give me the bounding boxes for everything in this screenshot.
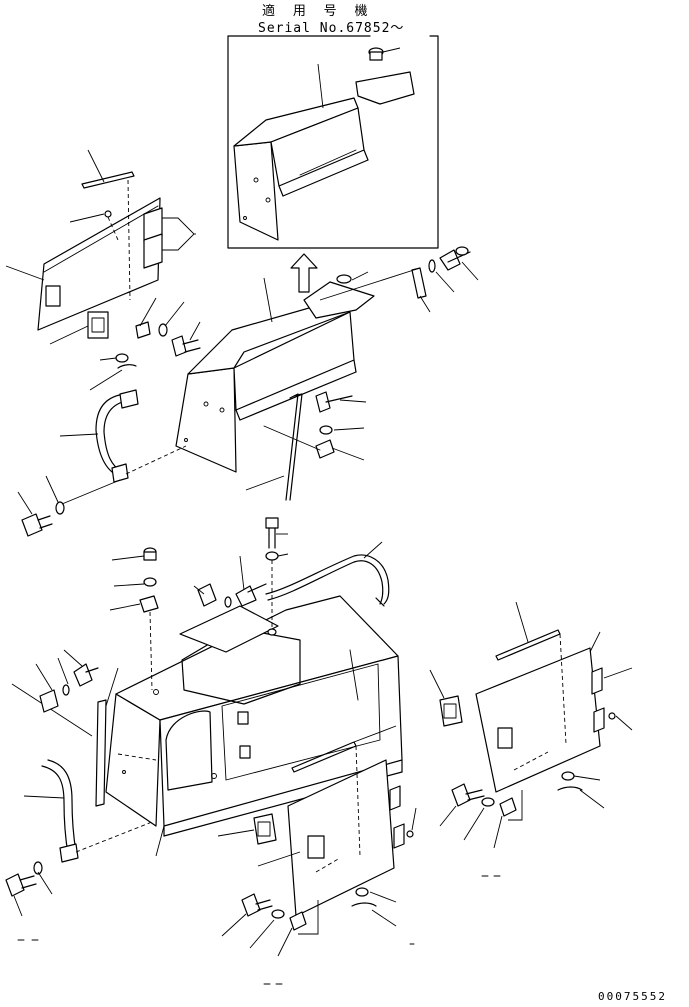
- lower-middle-door-panel: [217, 725, 417, 957]
- inset-cover-assembly: [233, 47, 415, 241]
- upper-left-door-panel: [5, 149, 201, 391]
- right-door-panel: [429, 601, 633, 849]
- inset-frame: [227, 35, 439, 249]
- drawing-number: 00075552: [598, 990, 667, 1003]
- blank-marks: [17, 875, 501, 985]
- serial-number-label: Serial No.67852～: [258, 21, 405, 36]
- applicable-serial-heading: 適 用 号 機: [262, 4, 373, 19]
- arrow-up-icon: [290, 253, 318, 293]
- lower-main-housing: [5, 517, 403, 917]
- middle-cover-assembly: [17, 246, 479, 537]
